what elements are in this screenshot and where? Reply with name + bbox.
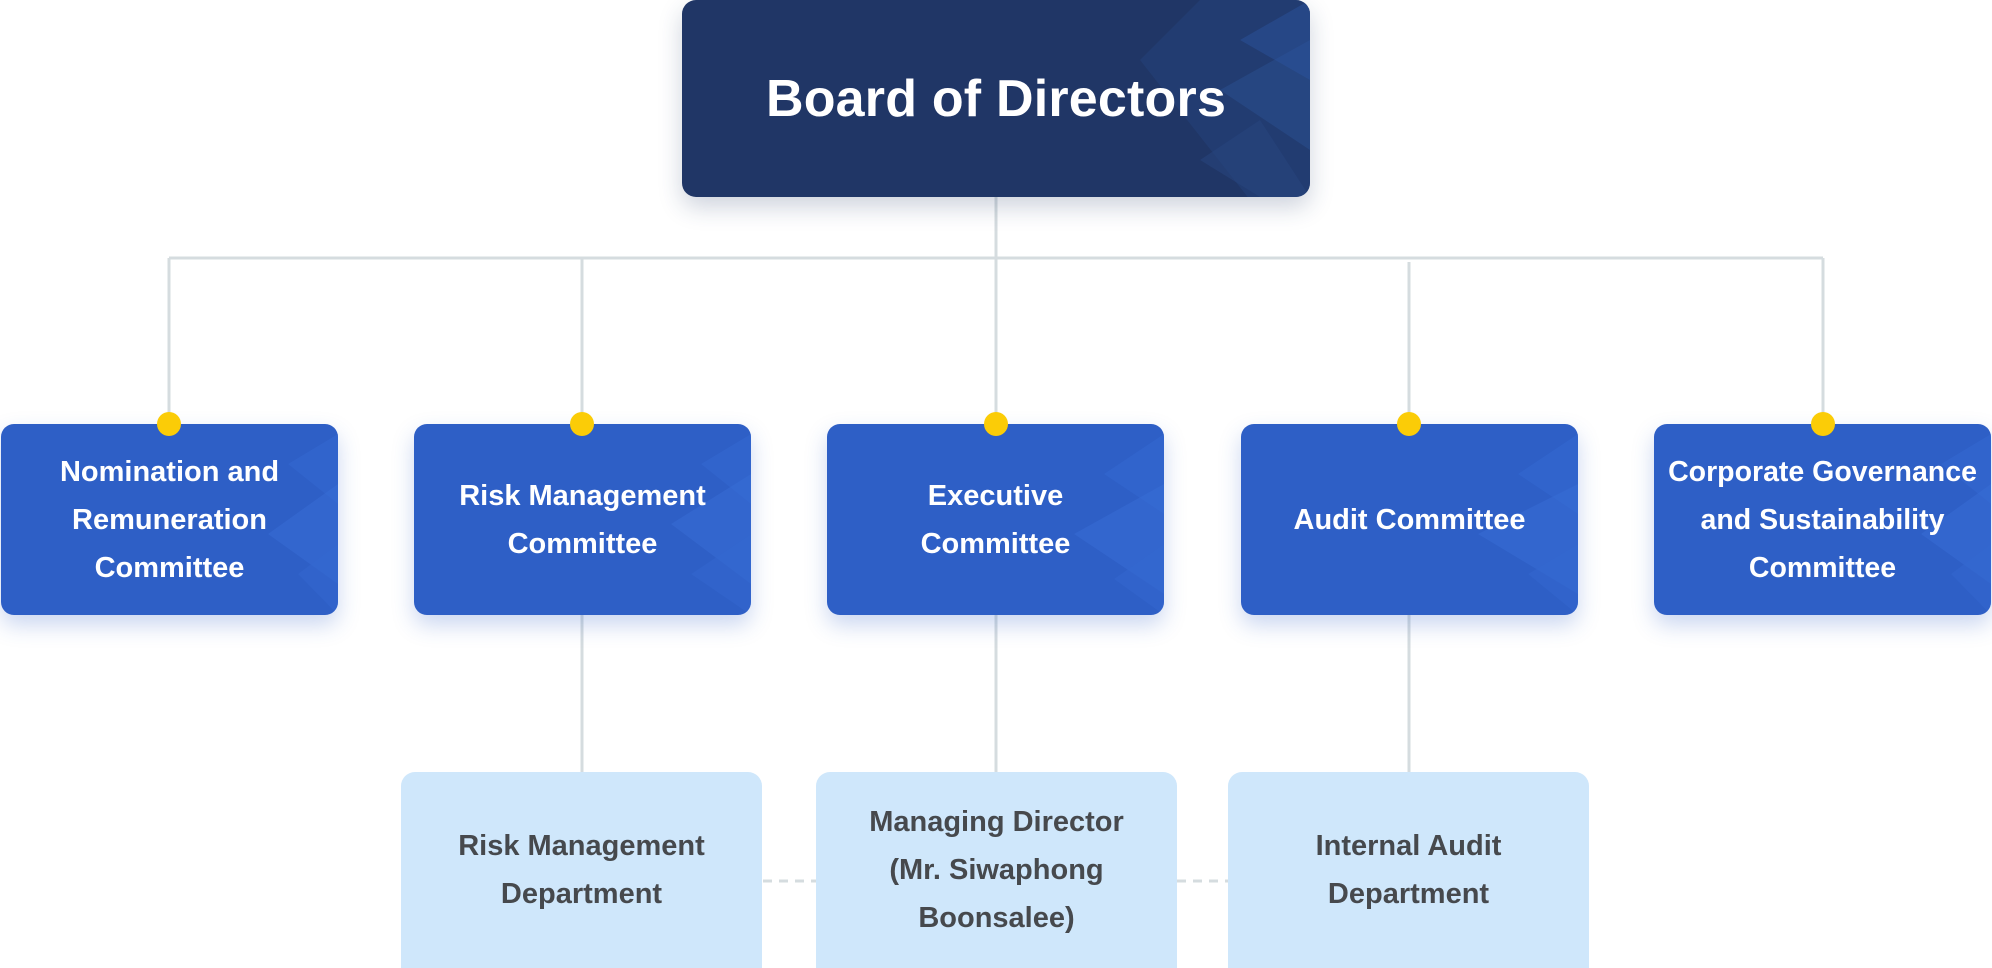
- audit-committee-label: Audit Committee: [1293, 503, 1526, 536]
- executive-committee-box: Executive Committee: [827, 424, 1164, 615]
- corporate-governance-sustainability-committee-box: Corporate Governance and Sustainability …: [1654, 424, 1991, 615]
- connector-dot: [570, 412, 594, 436]
- connector-dot: [984, 412, 1008, 436]
- chevron-decoration: [1074, 434, 1164, 615]
- risk-management-committee-label: Risk Management Committee: [459, 479, 706, 560]
- board-of-directors-label: Board of Directors: [765, 69, 1227, 128]
- board-chevron-decoration: [1140, 0, 1310, 197]
- chevron-decoration: [268, 434, 338, 615]
- risk-management-committee-box: Risk Management Committee: [414, 424, 751, 615]
- chevron-decoration: [671, 434, 751, 615]
- audit-committee-box: Audit Committee: [1241, 424, 1578, 615]
- internal-audit-department-box: Internal Audit Department: [1228, 772, 1589, 968]
- nomination-remuneration-committee-box: Nomination and Remuneration Committee: [1, 424, 338, 615]
- chevron-decoration: [1921, 434, 1991, 615]
- managing-director-box: Managing Director (Mr. Siwaphong Boonsal…: [816, 772, 1177, 968]
- internal-audit-department-label: Internal Audit Department: [1315, 830, 1502, 910]
- corporate-governance-sustainability-committee-label: Corporate Governance and Sustainability …: [1668, 455, 1977, 584]
- executive-committee-label: Executive Committee: [920, 479, 1071, 560]
- risk-management-department-box: Risk Management Department: [401, 772, 762, 968]
- risk-management-department-label: Risk Management Department: [458, 830, 705, 910]
- connector-dot: [1397, 412, 1421, 436]
- managing-director-label: Managing Director (Mr. Siwaphong Boonsal…: [869, 806, 1124, 934]
- connector-dot: [1811, 412, 1835, 436]
- nomination-remuneration-committee-label: Nomination and Remuneration Committee: [59, 455, 280, 584]
- board-of-directors-box: Board of Directors: [682, 0, 1310, 197]
- connector-dot: [157, 412, 181, 436]
- chevron-decoration: [1478, 434, 1578, 615]
